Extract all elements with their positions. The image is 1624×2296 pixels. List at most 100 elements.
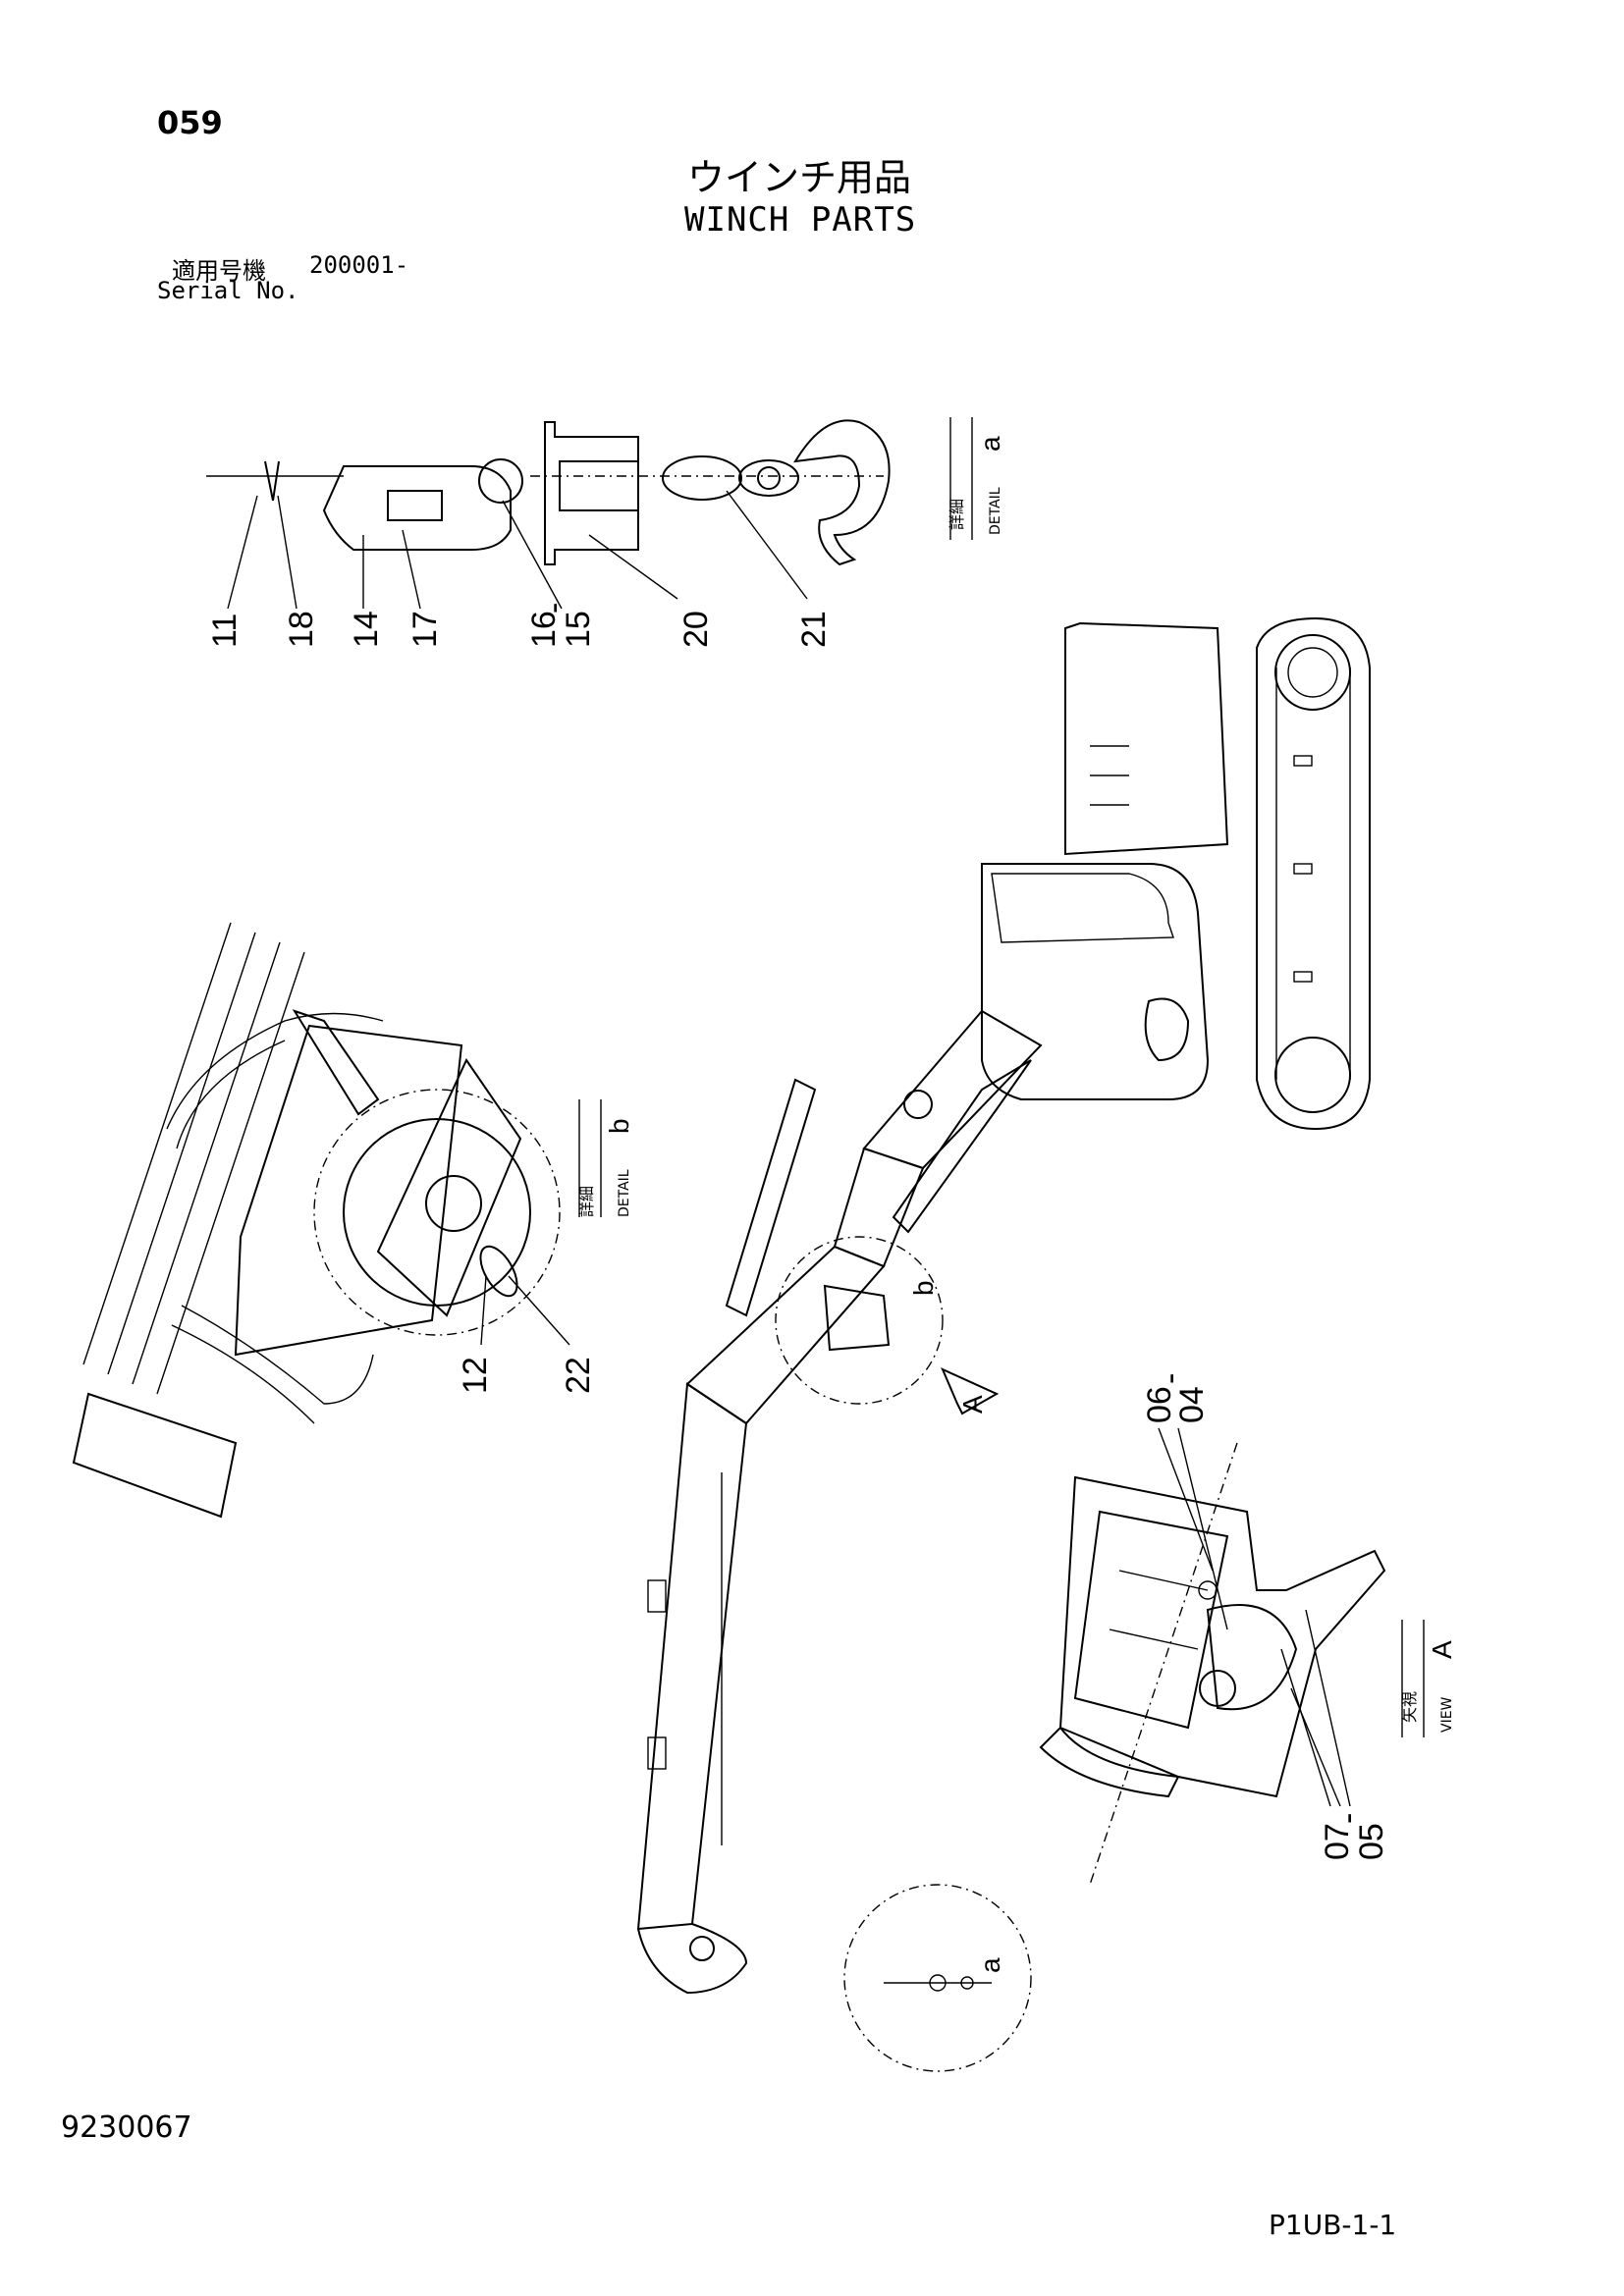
- detail-b-letter: b: [604, 1118, 634, 1134]
- socket-window-shape: [387, 490, 443, 521]
- grille-lines: [1090, 745, 1129, 806]
- hydraulic-hose-4: [171, 1324, 315, 1424]
- boom-upper-segment: [862, 1009, 1043, 1170]
- detail-b-marker: b: [775, 1236, 944, 1405]
- view-a-label: 矢視 VIEW A: [1400, 1620, 1457, 1737]
- detail-a-jp: 詳細: [947, 499, 966, 530]
- detail-a-callouts: 11 18 14 17 16 - 15 20 21: [206, 603, 833, 648]
- detail-b-callouts: 12 22: [457, 1275, 597, 1394]
- callout-21: 21: [795, 611, 833, 648]
- serial-label-english: Serial No.: [157, 277, 299, 304]
- chain-link-2: [738, 459, 799, 497]
- arm-shape: [636, 1382, 748, 1931]
- view-a-bolt-1: [1199, 1670, 1236, 1707]
- view-a-arrow: A: [941, 1367, 1000, 1415]
- winch-small: [823, 1284, 891, 1352]
- detail-a-circle: [843, 1884, 1032, 2072]
- wire-socket-body: [322, 465, 512, 551]
- page-code: P1UB-1-1: [1269, 2209, 1397, 2241]
- view-a-cross-bars: [1109, 1570, 1209, 1650]
- callout-12: 12: [457, 1357, 494, 1394]
- hydraulic-hose-2: [176, 1040, 286, 1149]
- socket-pin-circle: [478, 458, 523, 504]
- engine-cover-shape: [1064, 621, 1229, 856]
- detail-b-label: 詳細 DETAIL b: [577, 1099, 634, 1217]
- boom-pin: [903, 1090, 933, 1119]
- boom-cylinder: [892, 1059, 1032, 1234]
- callout-18: 18: [283, 611, 320, 648]
- chain-link-eye: [757, 466, 781, 490]
- view-a-bolt-2: [1198, 1580, 1218, 1600]
- callout-20: 20: [677, 611, 715, 648]
- view-a-en: VIEW: [1439, 1696, 1455, 1733]
- callout-17: 17: [406, 611, 444, 648]
- page-number: 059: [157, 104, 223, 141]
- detail-a-en: DETAIL: [988, 487, 1003, 535]
- detail-a-hook-assembly: [206, 419, 891, 566]
- boom-knee: [833, 1147, 925, 1268]
- view-a-hose-loop: [1039, 1726, 1180, 1798]
- page-title-japanese: ウインチ用品: [687, 156, 912, 199]
- excavator-main-view: [636, 616, 1371, 1995]
- winch-drum-hub: [425, 1175, 482, 1232]
- view-a-callouts: 06 - 04 07 - 05: [1141, 1373, 1390, 1860]
- winch-bracket: [292, 1009, 380, 1116]
- boom-rail-lines: [82, 922, 305, 1395]
- hydraulic-hose-3: [181, 1305, 374, 1405]
- callout-11: 11: [206, 614, 244, 648]
- boom-lower-segment: [685, 1245, 886, 1425]
- view-a-jp: 矢視: [1400, 1691, 1419, 1723]
- callout-dash-16-15: -: [535, 603, 572, 614]
- detail-a-label: 詳細 DETAIL a: [947, 417, 1005, 540]
- sprocket-wheel: [1274, 1037, 1351, 1113]
- view-a-frame-outline: [1058, 1475, 1386, 1798]
- track-inner-lines: [1275, 667, 1351, 1080]
- chain-link-1: [662, 455, 742, 501]
- swing-bracket: [1144, 997, 1190, 1062]
- winch-frame-shape: [234, 1024, 463, 1357]
- serial-label-japanese: 適用号機: [172, 257, 266, 285]
- view-arrow-shape: [941, 1367, 1000, 1415]
- detail-b-winch-drum: [72, 922, 561, 1519]
- idler-hub: [1287, 647, 1338, 698]
- arm-cylinder: [725, 1078, 817, 1317]
- hydraulic-hose-1: [166, 1012, 384, 1130]
- detail-a-letter: a: [975, 436, 1005, 452]
- callout-07: 07: [1319, 1823, 1356, 1860]
- cab-window: [991, 873, 1174, 943]
- crawler-track-outline: [1256, 616, 1371, 1131]
- swivel-body-shape: [544, 421, 639, 565]
- view-a-letter: A: [1427, 1640, 1457, 1659]
- hose-clamp-shape: [479, 1245, 518, 1298]
- callout-16: 16: [525, 611, 563, 648]
- callout-05: 05: [1353, 1823, 1390, 1860]
- marker-a-letter: a: [975, 1957, 1005, 1973]
- swivel-inner-shape: [559, 460, 639, 511]
- detail-a-leaders: [227, 490, 808, 610]
- bucket-pin: [689, 1936, 715, 1961]
- rope-clip-shape: [264, 460, 280, 502]
- view-a-mounting: [1039, 1442, 1386, 1886]
- callout-06: 06: [1141, 1386, 1178, 1423]
- boom-plate-shape: [72, 1392, 238, 1519]
- document-code: 9230067: [61, 2110, 192, 2145]
- view-a-centerline: [1089, 1442, 1238, 1886]
- marker-b-letter: b: [908, 1280, 939, 1296]
- arrow-A-letter: A: [957, 1395, 988, 1414]
- winch-motor-plate: [376, 1057, 522, 1317]
- callout-dash-06-04: -: [1152, 1373, 1189, 1384]
- callout-dash-07-05: -: [1329, 1813, 1367, 1824]
- bucket-link-end: [637, 1923, 748, 1995]
- lifting-hook-shape: [793, 419, 891, 566]
- cab-outline: [981, 863, 1210, 1100]
- callout-15: 15: [560, 611, 597, 648]
- serial-number-value: 200001-: [309, 251, 409, 279]
- page-title-english: WINCH PARTS: [684, 200, 917, 240]
- callout-22: 22: [560, 1357, 597, 1394]
- detail-a-marker: a: [843, 1884, 1032, 2072]
- detail-b-circle: [775, 1236, 944, 1405]
- idler-wheel: [1274, 634, 1351, 711]
- detail-b-en: DETAIL: [617, 1169, 632, 1217]
- callout-04: 04: [1173, 1386, 1211, 1423]
